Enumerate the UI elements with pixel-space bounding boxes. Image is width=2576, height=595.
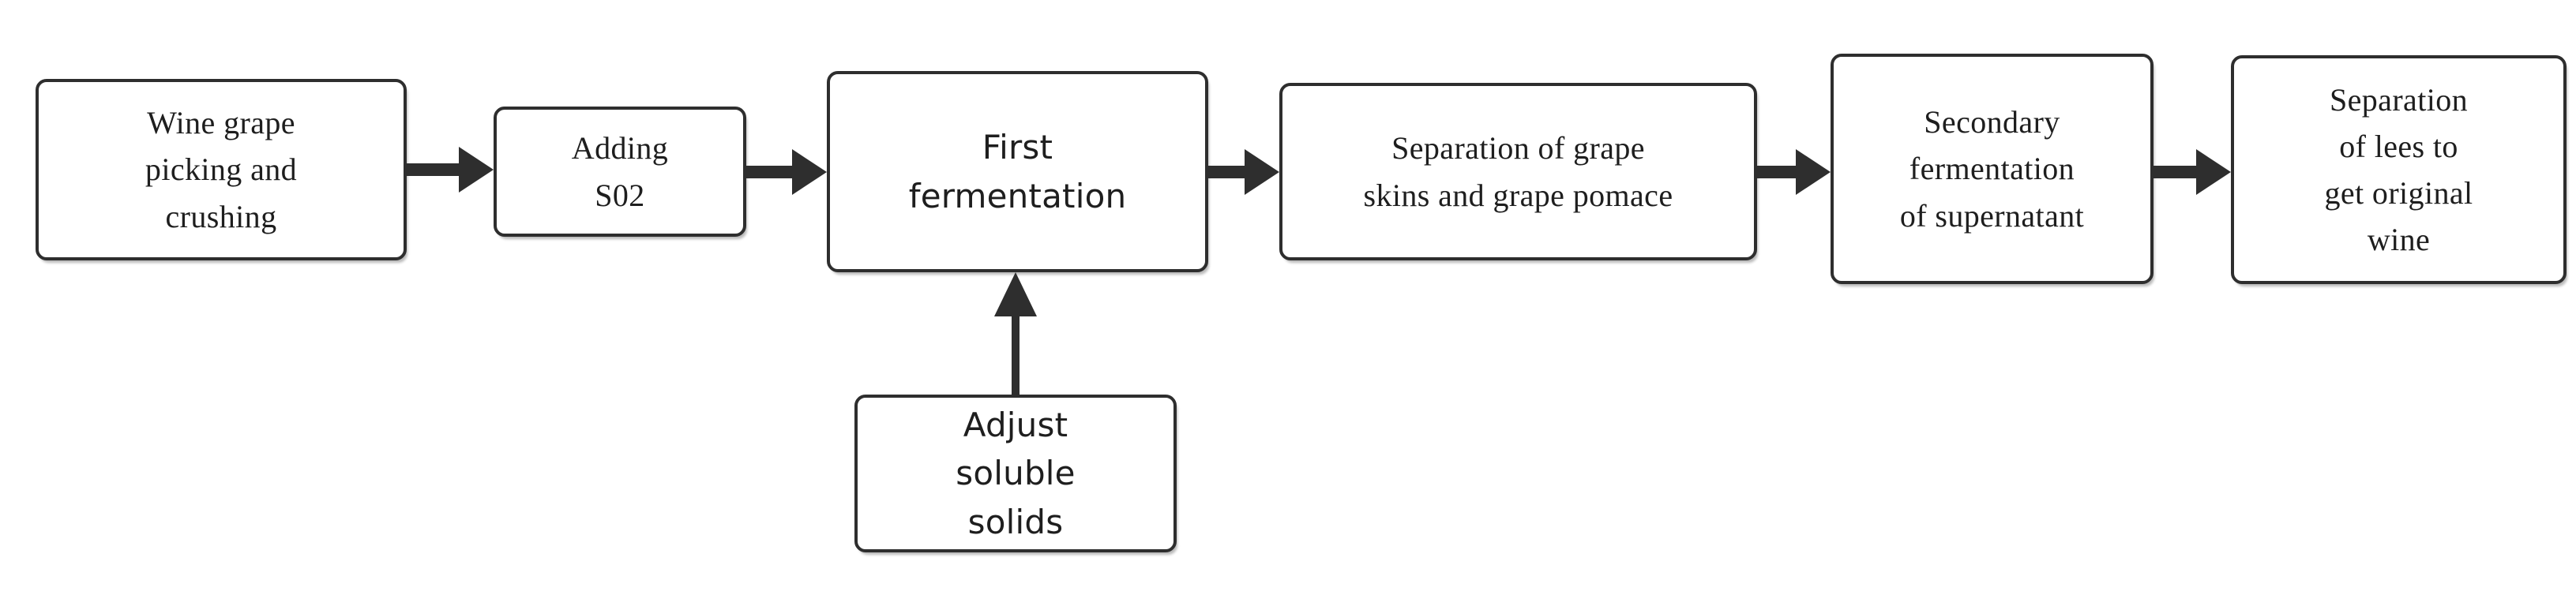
- arrow-adding-to-first-fermentation-shaft: [746, 166, 792, 178]
- node-label-adjust-soluble-solids: Adjust soluble solids: [956, 406, 1076, 541]
- arrow-adjust-solids-to-first-fermentation-shaft: [1012, 304, 1020, 395]
- node-label-first-fermentation: First fermentation: [908, 128, 1127, 215]
- node-label-separation-of-grape-skins-and-grape-pomace: Separation of grape skins and grape poma…: [1363, 130, 1673, 213]
- node-label-adding-so2: Adding S02: [571, 130, 669, 213]
- arrow-adjust-solids-to-first-fermentation-arrowhead-icon: [994, 272, 1037, 316]
- node-first-fermentation[interactable]: First fermentation: [827, 71, 1208, 272]
- node-label-separation-of-lees-to-get-original-wine: Separation of lees to get original wine: [2324, 81, 2473, 258]
- node-wine-grape-picking-and-crushing[interactable]: Wine grape picking and crushing: [36, 79, 407, 260]
- arrow-picking-to-adding-shaft: [407, 163, 459, 176]
- arrow-first-fermentation-to-separation-skins-arrowhead-icon: [1245, 149, 1279, 195]
- arrow-adding-to-first-fermentation-arrowhead-icon: [792, 149, 827, 195]
- arrow-first-fermentation-to-separation-skins-shaft: [1208, 166, 1245, 178]
- arrow-separation-skins-to-secondary-fermentation-shaft: [1757, 166, 1796, 178]
- node-separation-of-grape-skins-and-grape-pomace[interactable]: Separation of grape skins and grape poma…: [1279, 83, 1757, 260]
- node-label-wine-grape-picking-and-crushing: Wine grape picking and crushing: [145, 105, 298, 234]
- arrow-separation-skins-to-secondary-fermentation-arrowhead-icon: [1796, 149, 1831, 195]
- node-adding-so2[interactable]: Adding S02: [494, 107, 746, 237]
- node-adjust-soluble-solids[interactable]: Adjust soluble solids: [854, 395, 1177, 552]
- node-secondary-fermentation-of-supernatant[interactable]: Secondary fermentation of supernatant: [1831, 54, 2154, 284]
- arrow-secondary-fermentation-to-separation-lees-shaft: [2154, 166, 2196, 178]
- arrow-secondary-fermentation-to-separation-lees-arrowhead-icon: [2196, 149, 2231, 195]
- node-separation-of-lees-to-get-original-wine[interactable]: Separation of lees to get original wine: [2231, 55, 2567, 284]
- node-label-secondary-fermentation-of-supernatant: Secondary fermentation of supernatant: [1899, 104, 2085, 234]
- arrow-picking-to-adding-arrowhead-icon: [459, 147, 494, 193]
